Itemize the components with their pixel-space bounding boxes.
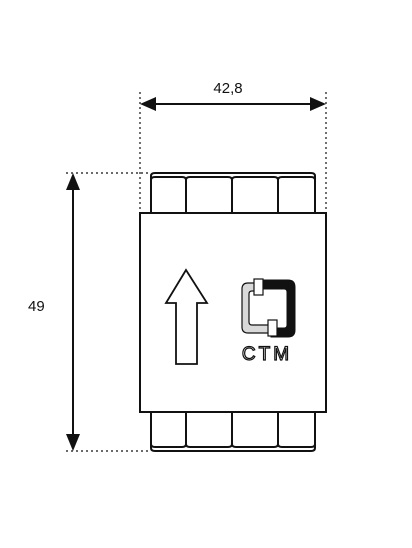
logo-text: CTM bbox=[242, 344, 292, 365]
device-housing bbox=[139, 212, 327, 413]
height-dimension bbox=[66, 173, 80, 451]
top-terminal-block bbox=[150, 172, 316, 213]
width-label: 42,8 bbox=[213, 80, 242, 97]
bottom-terminal-block bbox=[150, 412, 316, 452]
height-label: 49 bbox=[28, 298, 45, 315]
width-dimension bbox=[140, 97, 326, 111]
up-arrow-icon bbox=[164, 268, 209, 365]
ctm-bracket-logo-icon bbox=[241, 278, 296, 338]
